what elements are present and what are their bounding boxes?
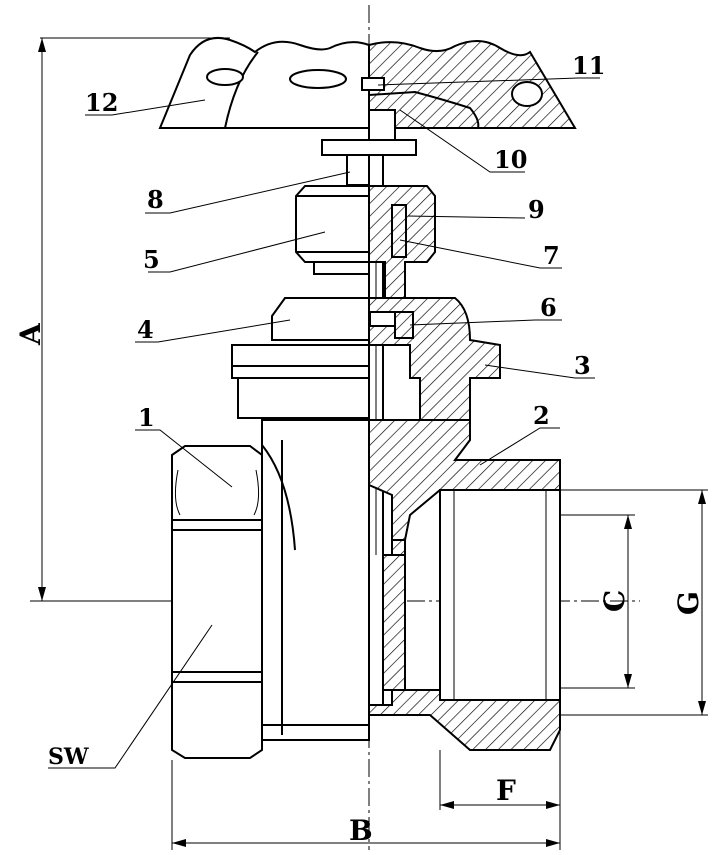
label-part-6: 6 [540, 293, 557, 322]
label-part-2: 2 [533, 401, 550, 430]
label-part-10: 10 [494, 145, 527, 174]
label-part-3: 3 [574, 351, 591, 380]
bonnet [231, 297, 501, 421]
dim-label-B: B [349, 814, 373, 847]
valve-body-right [368, 419, 561, 751]
dimension-C [560, 514, 635, 689]
leader-lines [48, 77, 600, 769]
dimension-G [560, 489, 708, 716]
label-part-9: 9 [528, 195, 545, 224]
label-part-5: 5 [143, 245, 160, 274]
dim-label-A: A [14, 322, 47, 346]
label-part-7: 7 [543, 241, 560, 270]
label-part-1: 1 [138, 403, 155, 432]
label-sw: SW [48, 744, 89, 770]
valve-body-left [171, 419, 370, 759]
handwheel [158, 36, 577, 156]
dimension-A [38, 37, 230, 602]
dim-label-F: F [496, 774, 516, 807]
label-part-4: 4 [137, 315, 154, 344]
label-part-12: 12 [85, 88, 118, 117]
label-part-11: 11 [572, 51, 605, 80]
dim-label-C: C [598, 590, 631, 612]
dimension-F [439, 750, 561, 810]
label-part-8: 8 [147, 185, 164, 214]
dim-label-G: G [672, 591, 705, 615]
packing-nut [295, 185, 436, 306]
